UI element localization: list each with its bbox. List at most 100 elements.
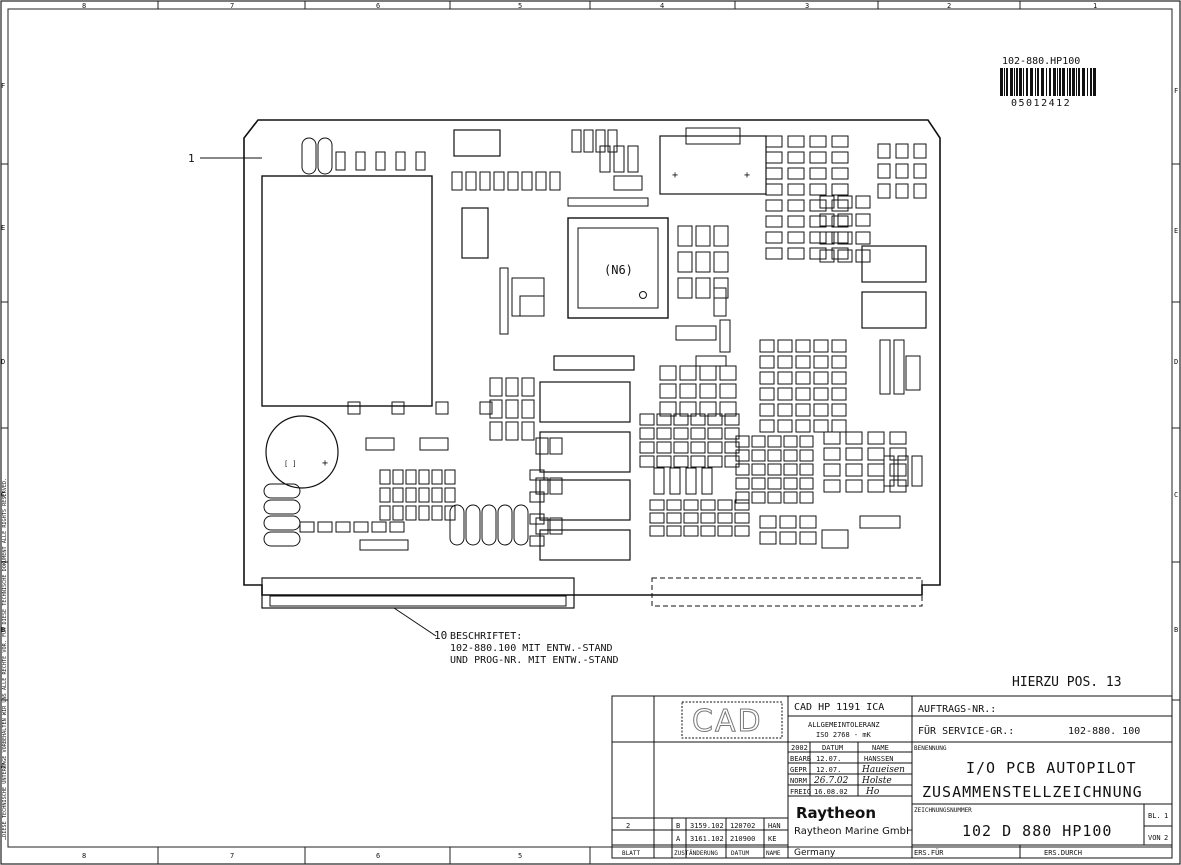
- barcode-part-label: 102-880.HP100: [1002, 56, 1080, 67]
- barcode-bar: [1041, 68, 1044, 96]
- smd-part: [809, 199, 827, 212]
- smd-part: [765, 215, 783, 228]
- smd-part: [639, 455, 655, 468]
- smd-part: [831, 247, 849, 260]
- smd-part: [505, 377, 519, 397]
- smd-part: [751, 449, 766, 462]
- smd-part: [677, 251, 693, 273]
- smd-part: [724, 427, 740, 440]
- col-label: 4: [660, 2, 664, 10]
- smd-part: [809, 247, 827, 260]
- rev-header: ÄNDERUNG: [689, 850, 718, 857]
- smd-part: [831, 183, 849, 196]
- smd-part: [479, 171, 491, 191]
- smd-part: [867, 447, 885, 461]
- smd-part: [831, 387, 847, 401]
- smd-part: [627, 145, 639, 173]
- smd-part: [391, 401, 405, 415]
- tolerance-line2: ISO 2768 - mK: [816, 731, 872, 739]
- smd-part: [639, 441, 655, 454]
- smd-components: [299, 129, 927, 551]
- smd-part: [431, 505, 443, 521]
- smd-part: [765, 167, 783, 180]
- smd-part: [777, 339, 793, 353]
- auftrag-label: AUFTRAGS-NR.:: [918, 704, 996, 715]
- smd-part: [355, 151, 366, 171]
- smd-part: [735, 491, 750, 504]
- smd-part: [767, 491, 782, 504]
- rev-header: BLATT: [622, 850, 640, 857]
- smd-part: [859, 515, 901, 529]
- row-label: E: [1, 224, 5, 232]
- smd-part: [695, 277, 711, 299]
- smd-part: [845, 431, 863, 445]
- plus-mark: +: [744, 170, 750, 181]
- sign-role: FREIG: [790, 788, 811, 796]
- smd-part: [679, 383, 697, 399]
- smd-part: [299, 521, 315, 533]
- smd-part: [549, 437, 563, 455]
- smd-part: [799, 449, 814, 462]
- smd-part: [831, 355, 847, 369]
- ers-durch-label: ERS.DURCH: [1044, 849, 1082, 857]
- smd-part: [759, 355, 775, 369]
- sign-date: 16.08.02: [814, 788, 848, 796]
- smd-part: [419, 437, 449, 451]
- smd-part: [783, 435, 798, 448]
- row-label: B: [1, 626, 5, 634]
- smd-part: [799, 491, 814, 504]
- smd-part: [837, 195, 853, 209]
- sign-header: 2002: [791, 744, 808, 752]
- bracket-mark: [ ]: [284, 460, 297, 468]
- row-label: B: [1174, 626, 1178, 634]
- smd-part: [359, 539, 409, 551]
- smd-part: [889, 431, 907, 445]
- connector-left-slot: [269, 595, 567, 607]
- smd-part: [599, 145, 611, 173]
- smd-part: [489, 399, 503, 419]
- display-module: [261, 175, 433, 407]
- smd-part: [913, 183, 927, 199]
- sign-role: GEPR: [790, 766, 808, 774]
- sign-date: 12.07.: [816, 755, 841, 763]
- smd-part: [813, 419, 829, 433]
- smd-part: [335, 521, 351, 533]
- barcode-bar: [1037, 68, 1039, 96]
- smd-part: [707, 413, 723, 426]
- company-logo: Raytheon: [796, 804, 876, 822]
- smd-part: [567, 197, 649, 207]
- smd-part: [867, 431, 885, 445]
- smd-part: [855, 249, 871, 263]
- smd-part: [392, 469, 404, 485]
- chip-n6-outer: [567, 217, 669, 319]
- smd-part: [666, 512, 682, 524]
- barcode-bar: [1035, 68, 1036, 96]
- row-label: D: [1174, 358, 1178, 366]
- smd-part: [877, 163, 891, 179]
- smd-part: [405, 505, 417, 521]
- smd-part: [677, 277, 693, 299]
- smd-part: [735, 477, 750, 490]
- smd-part: [831, 419, 847, 433]
- smd-part: [795, 339, 811, 353]
- smd-part: [813, 403, 829, 417]
- smd-part: [765, 247, 783, 260]
- smd-part: [511, 277, 545, 317]
- col-label: 1: [1093, 2, 1097, 10]
- row-ticks: [1, 163, 1180, 701]
- smd-part: [649, 525, 665, 537]
- dsub-connector: [659, 135, 767, 195]
- smd-part: [335, 151, 346, 171]
- smd-part: [700, 499, 716, 511]
- title-line-1: I/O PCB AUTOPILOT: [966, 759, 1137, 777]
- smd-part: [549, 171, 561, 191]
- smd-part: [787, 167, 805, 180]
- smd-part: [913, 163, 927, 179]
- barcode-bar: [1026, 68, 1028, 96]
- smd-part: [649, 499, 665, 511]
- chip-n6-inner: [577, 227, 659, 309]
- smd-part: [905, 355, 921, 391]
- smd-part: [831, 135, 849, 148]
- barcode-bar: [1046, 68, 1047, 96]
- smd-part: [799, 531, 817, 545]
